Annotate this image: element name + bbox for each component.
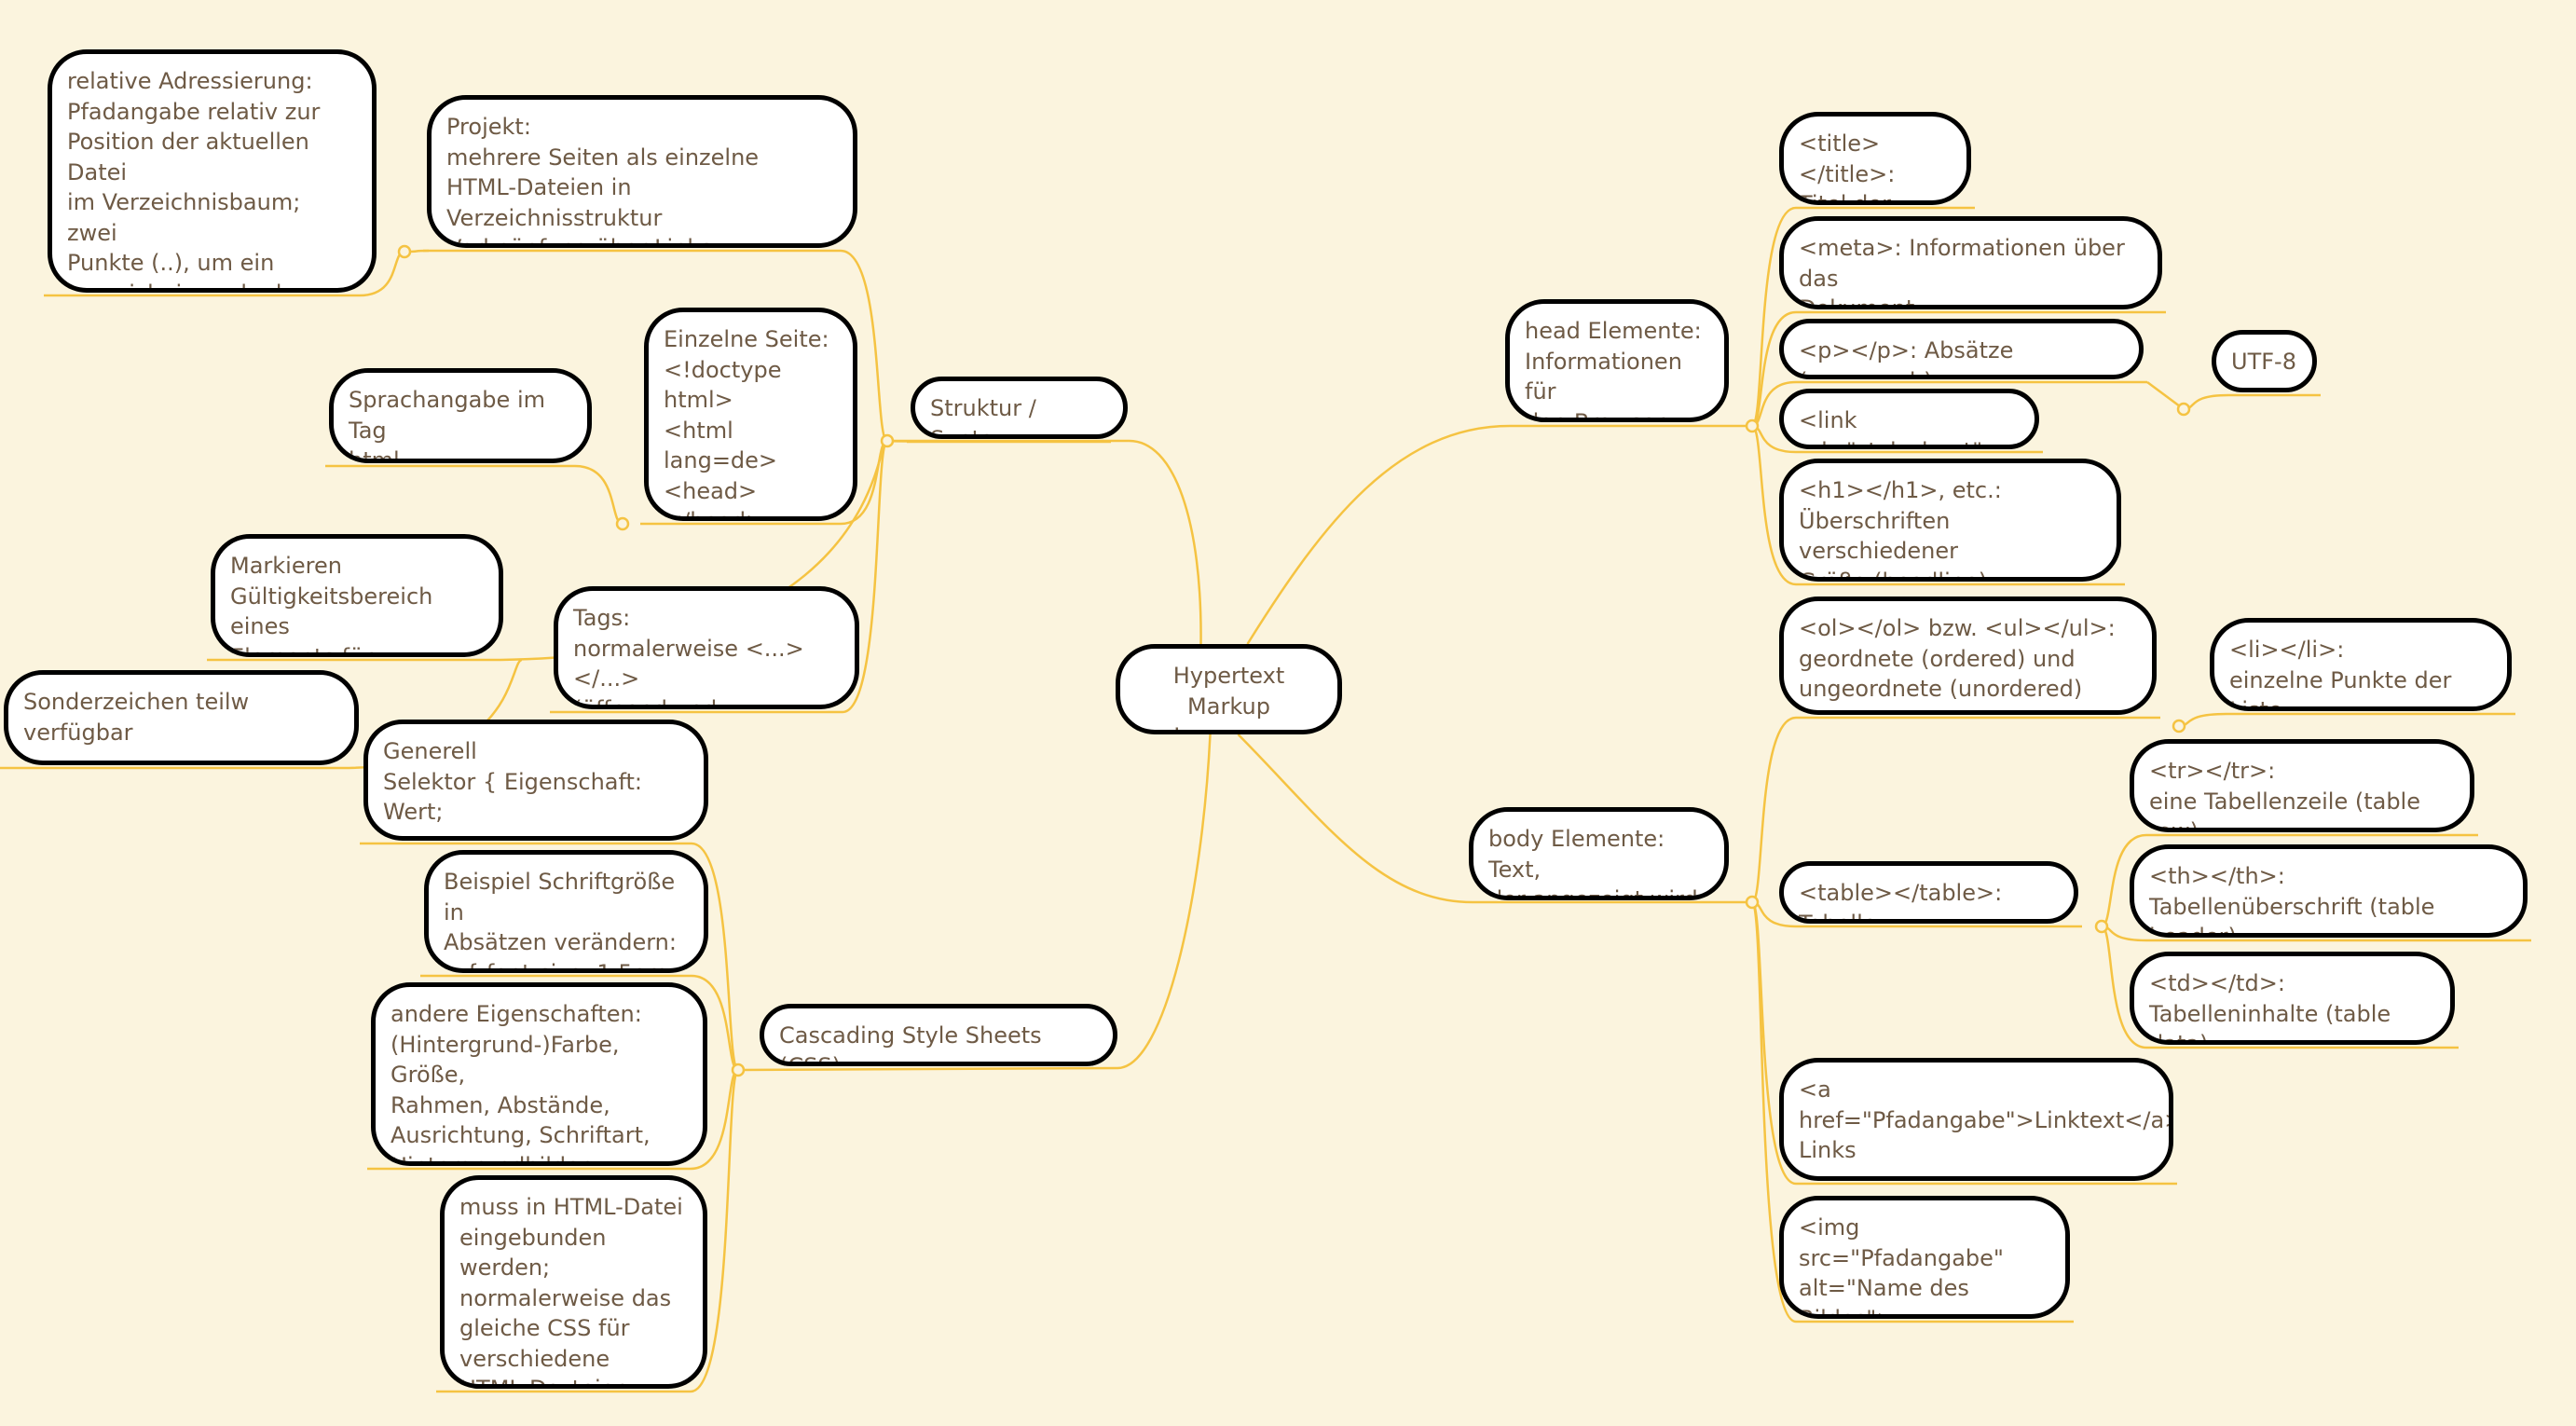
junction-dot — [1745, 418, 1760, 433]
node-css[interactable]: Cascading Style Sheets (CSS) — [760, 1004, 1117, 1066]
node-css-einbinden[interactable]: muss in HTML-Datei eingebunden werden; n… — [440, 1175, 707, 1389]
node-sonderzeichen[interactable]: Sonderzeichen teilw verfügbar — [4, 670, 359, 765]
junction-dot — [2094, 919, 2109, 934]
edge — [325, 464, 623, 526]
node-table-header[interactable]: <th></th>: Tabellenüberschrift (table he… — [2130, 844, 2528, 938]
node-paragraph[interactable]: <p></p>: Absätze (paragraph) — [1779, 319, 2144, 379]
node-image[interactable]: <img src="Pfadangabe" alt="Name des Bild… — [1779, 1196, 2070, 1319]
node-beispiel[interactable]: Beispiel Schriftgröße in Absätzen veränd… — [424, 850, 708, 973]
node-meta[interactable]: <meta>: Informationen über das Dokument — [1779, 216, 2162, 309]
node-body-elemente[interactable]: body Elemente: Text, der angezeigt wird — [1469, 807, 1729, 900]
edge — [2101, 925, 2459, 1049]
node-table-data[interactable]: <td></td>: Tabelleninhalte (table data) — [2130, 952, 2455, 1045]
edge — [1751, 310, 2166, 428]
edge — [1127, 439, 1202, 645]
edge — [1750, 424, 2125, 586]
edge — [1750, 206, 1975, 428]
node-generell[interactable]: Generell Selektor { Eigenschaft: Wert; } — [363, 720, 708, 841]
node-andere-eigenschaften[interactable]: andere Eigenschaften: (Hintergrund-)Farb… — [371, 982, 707, 1166]
node-link-anchor[interactable]: <a href="Pfadangabe">Linktext</a>: Links — [1779, 1058, 2173, 1181]
node-listen[interactable]: <ol></ol> bzw. <ul></ul>: geordnete (ord… — [1779, 596, 2157, 715]
edge — [2178, 712, 2515, 728]
junction-dot — [2172, 719, 2186, 734]
edge — [737, 734, 1212, 1072]
node-struktur-syntax[interactable]: Struktur / Syntax — [911, 377, 1128, 439]
node-link-stylesheet[interactable]: <link rel="stylesheet" — [1779, 389, 2039, 449]
node-relative-adressierung[interactable]: relative Adressierung: Pfadangabe relati… — [48, 49, 377, 293]
edge — [1750, 900, 2074, 1323]
edge — [2183, 393, 2321, 411]
node-utf8[interactable]: UTF-8 — [2212, 330, 2317, 392]
edge — [1246, 424, 1752, 645]
edge — [550, 439, 889, 714]
junction-dot — [731, 1063, 746, 1077]
node-table-row[interactable]: <tr></tr>: eine Tabellenzeile (table row… — [2130, 739, 2474, 832]
node-central-html[interactable]: Hypertext Markup Language (HTML) — [1116, 644, 1342, 734]
edge — [360, 842, 740, 1072]
node-headline[interactable]: <h1></h1>, etc.: Überschriften verschied… — [1779, 459, 2121, 582]
junction-dot — [397, 244, 412, 259]
junction-dot — [615, 516, 630, 531]
edge — [1750, 716, 2160, 904]
edge — [2146, 380, 2185, 411]
node-markieren[interactable]: Markieren Gültigkeitsbereich eines Eleme… — [211, 534, 503, 657]
node-tags[interactable]: Tags: normalerweise <...> </...> (öffnen… — [554, 586, 859, 709]
edge — [436, 1068, 740, 1393]
edge — [423, 249, 889, 443]
junction-dot — [880, 433, 895, 448]
node-projekt[interactable]: Projekt: mehrere Seiten als einzelne HTM… — [427, 95, 857, 248]
node-title[interactable]: <title></title>: Titel der Seite — [1779, 112, 1971, 205]
node-sprachangabe[interactable]: Sprachangabe im Tag html — [329, 368, 592, 463]
junction-dot — [2176, 402, 2191, 417]
node-table[interactable]: <table></table>: Tabelle — [1779, 861, 2078, 924]
junction-dot — [1745, 895, 1760, 910]
node-head-elemente[interactable]: head Elemente: Informationen für den Bro… — [1505, 299, 1729, 422]
node-einzelne-seite[interactable]: Einzelne Seite: <!doctype html> <html la… — [644, 308, 857, 521]
node-list-item[interactable]: <li></li>: einzelne Punkte der Liste — [2210, 618, 2512, 711]
edge — [1237, 734, 1752, 904]
